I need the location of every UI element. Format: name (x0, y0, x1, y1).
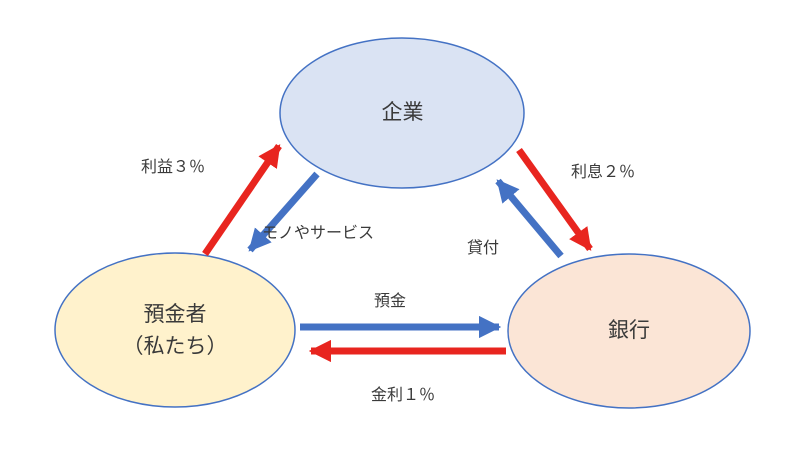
interest-to-bank-arrow (516, 147, 593, 252)
profit-arrow (202, 144, 282, 256)
goods-services-arrow (247, 171, 320, 253)
bank-node-border (507, 253, 751, 409)
bank-node-ellipse (508, 254, 750, 408)
company-node-border (279, 37, 525, 189)
company-node-ellipse (280, 38, 524, 188)
depositor-node-border (54, 252, 296, 408)
depositor-node-ellipse (55, 253, 295, 407)
lending-arrow (495, 178, 564, 259)
